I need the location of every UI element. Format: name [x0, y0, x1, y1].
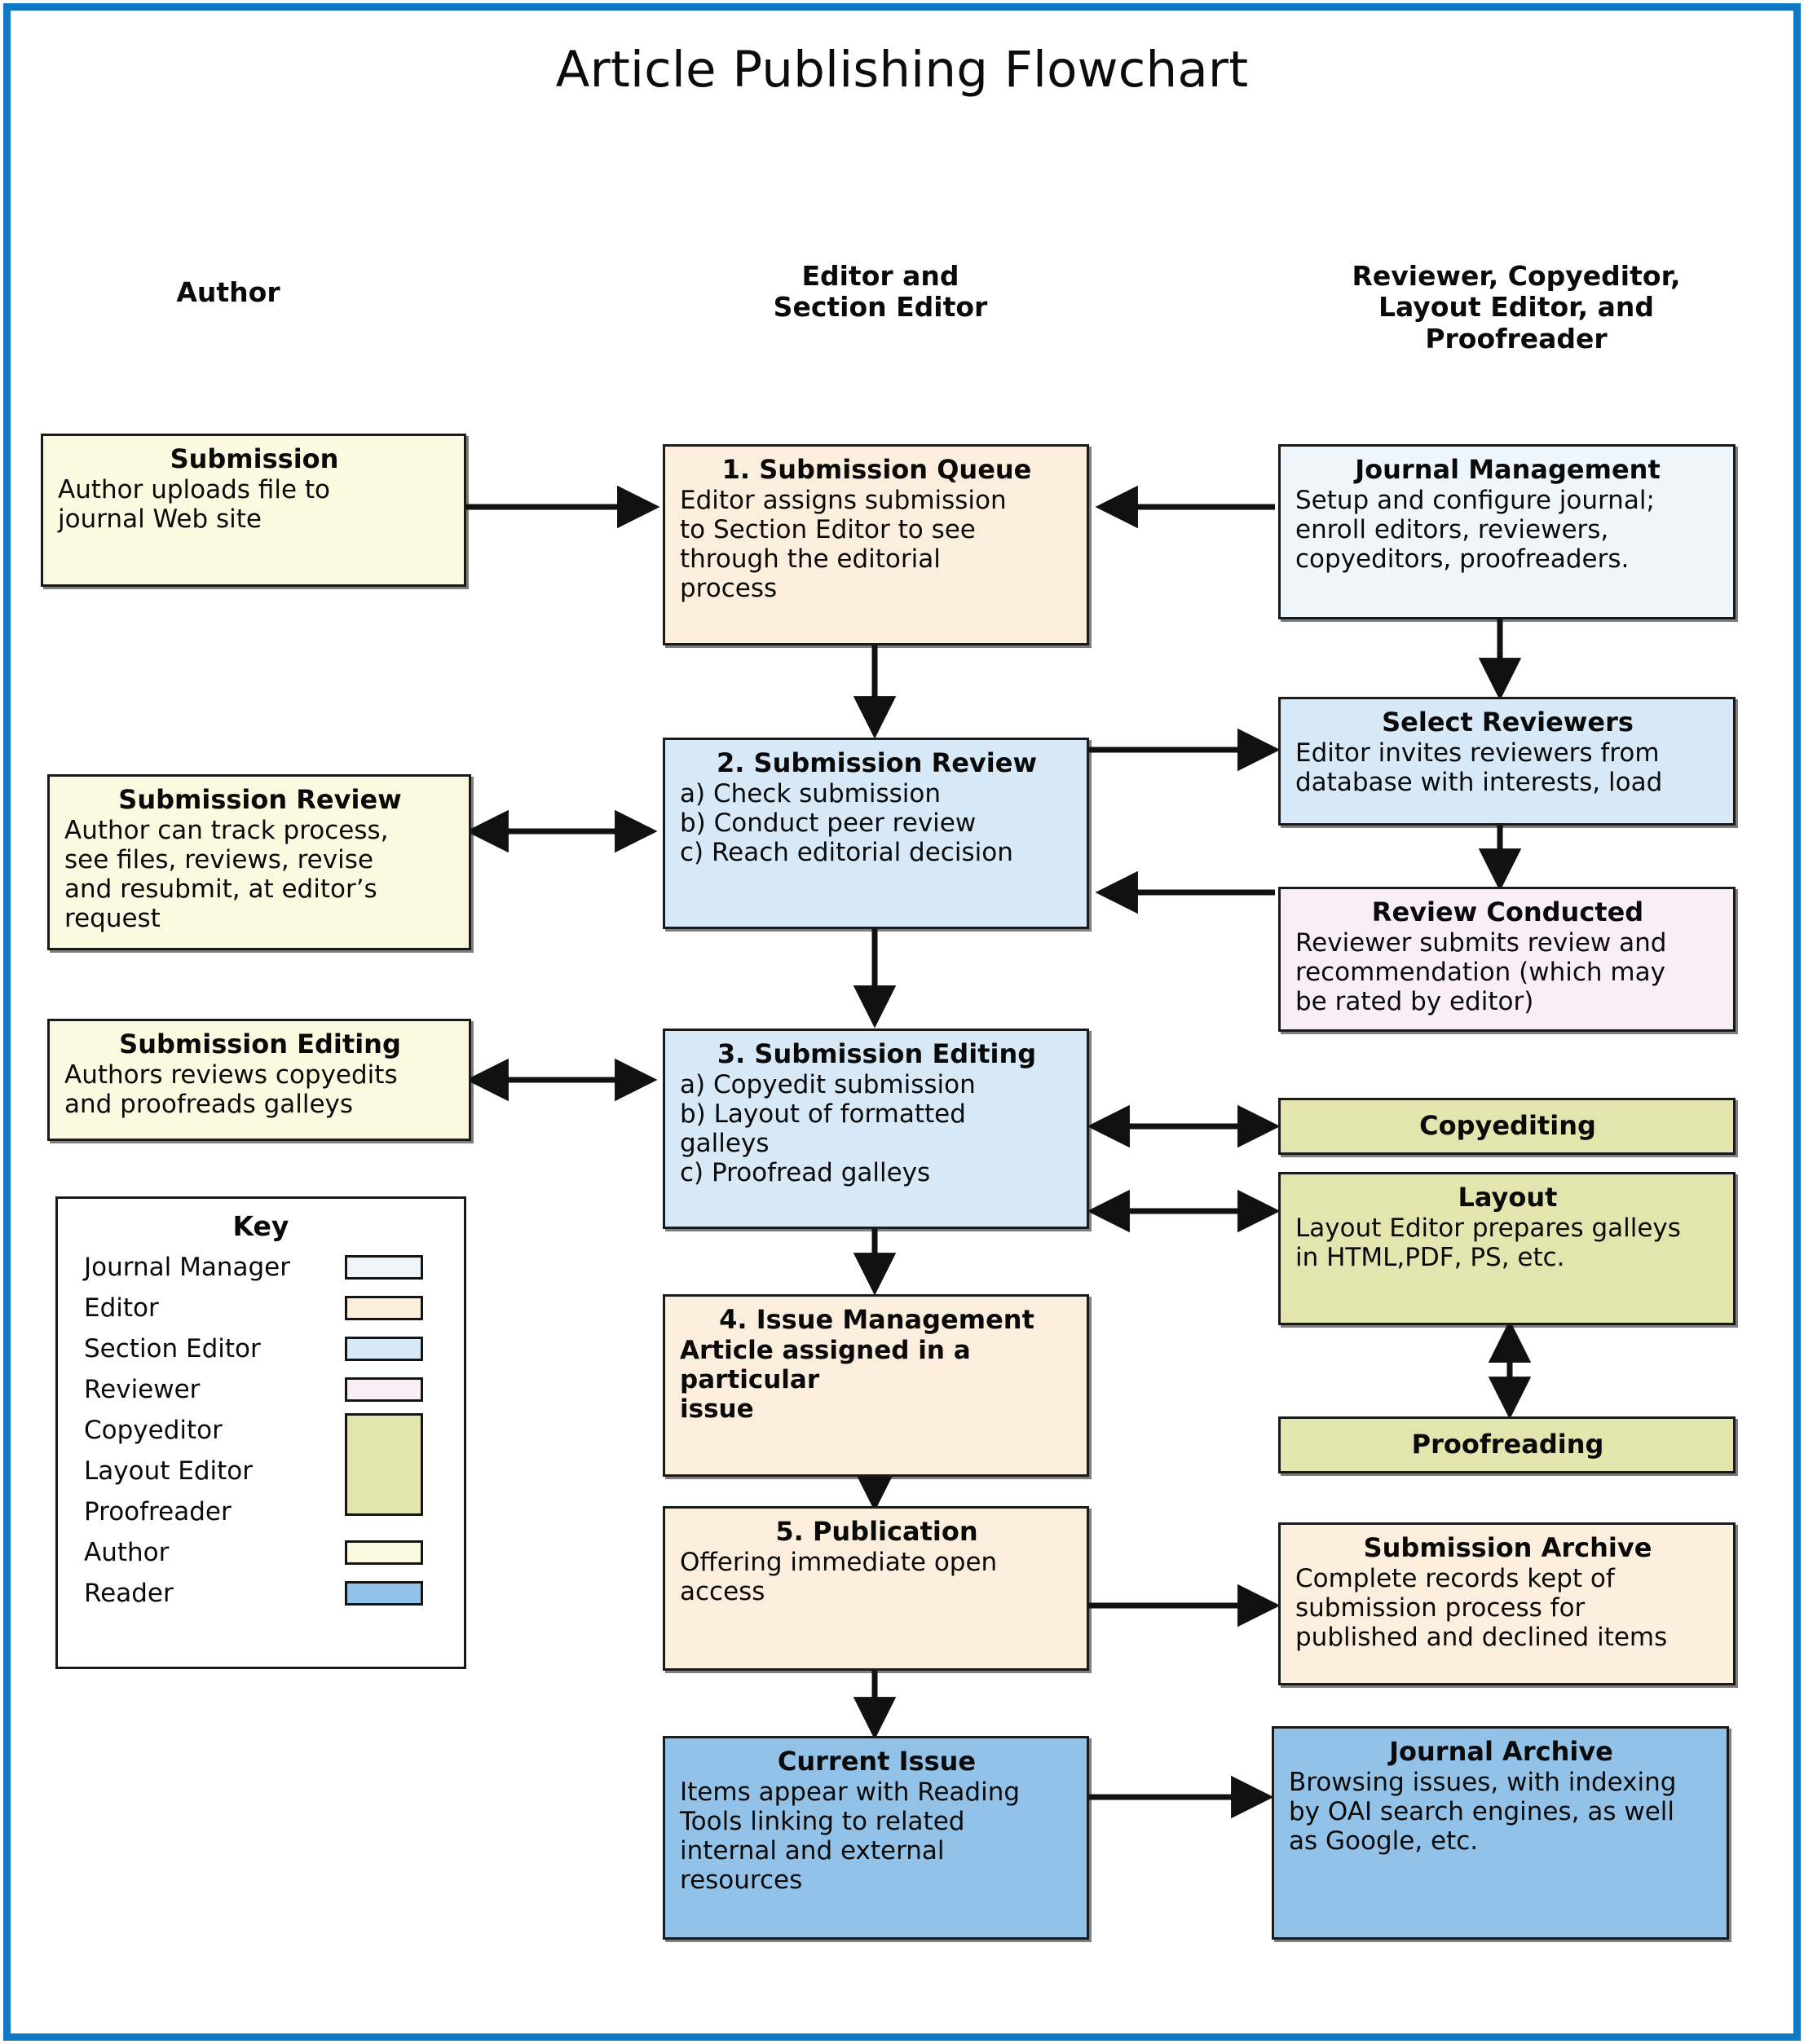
node-submission-review-body: a) Check submission b) Conduct peer revi…: [680, 779, 1013, 868]
node-submission-archive[interactable]: Submission Archive Complete records kept…: [1278, 1522, 1736, 1685]
node-current-issue-body: Items appear with Reading Tools linking …: [680, 1777, 1021, 1895]
legend-swatch-reader: [345, 1581, 423, 1606]
legend-item-layout-editor-label: Layout Editor: [84, 1456, 253, 1486]
node-review-conducted-body: Reviewer submits review and recommendati…: [1295, 928, 1667, 1017]
node-submission-queue-title: 1. Submission Queue: [721, 454, 1032, 485]
legend-item-proofreader-label: Proofreader: [84, 1497, 232, 1526]
node-submission-queue-body: Editor assigns submission to Section Edi…: [680, 486, 1007, 603]
node-publication[interactable]: 5. Publication Offering immediate open a…: [663, 1506, 1089, 1671]
node-submission[interactable]: Submission Author uploads file to journa…: [41, 434, 466, 587]
legend-swatch-section-editor: [345, 1337, 423, 1361]
node-submission-queue[interactable]: 1. Submission Queue Editor assigns submi…: [663, 444, 1089, 645]
column-header-reviewer: Reviewer, Copyeditor, Layout Editor, and…: [1280, 260, 1753, 355]
node-review-conducted-title: Review Conducted: [1371, 896, 1644, 927]
node-submission-editing-body: a) Copyedit submission b) Layout of form…: [680, 1070, 976, 1187]
node-submission-review-author-body: Author can track process, see files, rev…: [64, 816, 389, 933]
node-select-reviewers-body: Editor invites reviewers from database w…: [1295, 738, 1663, 798]
node-select-reviewers[interactable]: Select Reviewers Editor invites reviewer…: [1278, 697, 1736, 826]
legend-item-copyeditor: Copyeditor: [58, 1410, 464, 1516]
page-title: Article Publishing Flowchart: [555, 41, 1249, 99]
legend-item-section-editor-label: Section Editor: [84, 1334, 261, 1363]
node-submission-review-title: 2. Submission Review: [716, 747, 1037, 778]
legend-title: Key: [232, 1210, 289, 1242]
legend-item-editor: Editor: [58, 1288, 464, 1328]
node-submission-review-author-title: Submission Review: [118, 784, 402, 815]
node-layout[interactable]: Layout Layout Editor prepares galleys in…: [1278, 1172, 1736, 1325]
node-issue-management-title: 4. Issue Management: [719, 1304, 1034, 1335]
legend-item-section-editor: Section Editor: [58, 1328, 464, 1369]
legend-item-proofreader: Proofreader: [58, 1491, 464, 1532]
legend-item-author-label: Author: [84, 1538, 170, 1567]
node-select-reviewers-title: Select Reviewers: [1382, 707, 1634, 738]
column-header-reviewer-label: Reviewer, Copyeditor, Layout Editor, and…: [1352, 260, 1681, 355]
node-submission-editing-author[interactable]: Submission Editing Authors reviews copye…: [47, 1019, 471, 1141]
node-journal-management-title: Journal Management: [1355, 454, 1661, 485]
node-proofreading[interactable]: Proofreading: [1278, 1416, 1736, 1474]
legend-item-reader-label: Reader: [84, 1579, 174, 1608]
legend-item-layout-editor: Layout Editor: [58, 1451, 464, 1491]
node-issue-management-body: Article assigned in a particular issue: [680, 1336, 971, 1425]
legend-item-editor-label: Editor: [84, 1293, 159, 1323]
node-journal-archive-title: Journal Archive: [1389, 1736, 1613, 1767]
node-submission-archive-body: Complete records kept of submission proc…: [1295, 1564, 1668, 1653]
legend-item-journal-manager-label: Journal Manager: [84, 1253, 290, 1282]
node-journal-archive[interactable]: Journal Archive Browsing issues, with in…: [1272, 1726, 1729, 1940]
node-layout-title: Layout: [1458, 1182, 1558, 1213]
node-submission-body: Author uploads file to journal Web site: [58, 475, 330, 535]
node-current-issue-title: Current Issue: [777, 1746, 977, 1777]
node-review-conducted[interactable]: Review Conducted Reviewer submits review…: [1278, 887, 1736, 1032]
column-header-editor-label: Editor and Section Editor: [773, 260, 988, 324]
node-submission-title: Submission: [170, 443, 339, 474]
node-journal-management-body: Setup and configure journal; enroll edit…: [1295, 486, 1655, 575]
node-journal-archive-body: Browsing issues, with indexing by OAI se…: [1289, 1768, 1677, 1857]
node-publication-title: 5. Publication: [775, 1516, 978, 1547]
legend-item-reviewer-label: Reviewer: [84, 1375, 201, 1404]
node-submission-archive-title: Submission Archive: [1363, 1532, 1652, 1563]
node-submission-review-author[interactable]: Submission Review Author can track proce…: [47, 774, 471, 950]
node-proofreading-title: Proofreading: [1411, 1429, 1604, 1460]
legend-key: Key Journal Manager Editor Section Edito…: [55, 1196, 466, 1669]
legend-swatch-journal-manager: [345, 1255, 423, 1280]
node-submission-editing-author-body: Authors reviews copyedits and proofreads…: [64, 1060, 398, 1120]
node-submission-review[interactable]: 2. Submission Review a) Check submission…: [663, 738, 1089, 929]
legend-item-journal-manager: Journal Manager: [58, 1247, 464, 1288]
node-layout-body: Layout Editor prepares galleys in HTML,P…: [1295, 1214, 1681, 1273]
legend-swatch-editor: [345, 1296, 423, 1320]
column-header-editor: Editor and Section Editor: [652, 260, 1109, 324]
legend-item-author: Author: [58, 1532, 464, 1573]
legend-item-reviewer: Reviewer: [58, 1369, 464, 1410]
legend-item-copyeditor-label: Copyeditor: [84, 1416, 223, 1445]
node-copyediting[interactable]: Copyediting: [1278, 1098, 1736, 1155]
node-publication-body: Offering immediate open access: [680, 1548, 998, 1607]
node-submission-editing-title: 3. Submission Editing: [717, 1038, 1037, 1069]
legend-item-reader: Reader: [58, 1573, 464, 1614]
node-issue-management[interactable]: 4. Issue Management Article assigned in …: [663, 1294, 1089, 1477]
node-submission-editing-author-title: Submission Editing: [119, 1029, 401, 1059]
node-copyediting-title: Copyediting: [1419, 1110, 1596, 1142]
node-current-issue[interactable]: Current Issue Items appear with Reading …: [663, 1736, 1089, 1940]
legend-swatch-author: [345, 1540, 423, 1565]
node-submission-editing[interactable]: 3. Submission Editing a) Copyedit submis…: [663, 1029, 1089, 1229]
legend-swatch-copyeditor-layout-proofreader: [345, 1413, 423, 1516]
node-journal-management[interactable]: Journal Management Setup and configure j…: [1278, 444, 1736, 619]
column-header-author: Author: [49, 276, 408, 308]
column-header-author-label: Author: [176, 276, 280, 308]
legend-swatch-reviewer: [345, 1377, 423, 1402]
